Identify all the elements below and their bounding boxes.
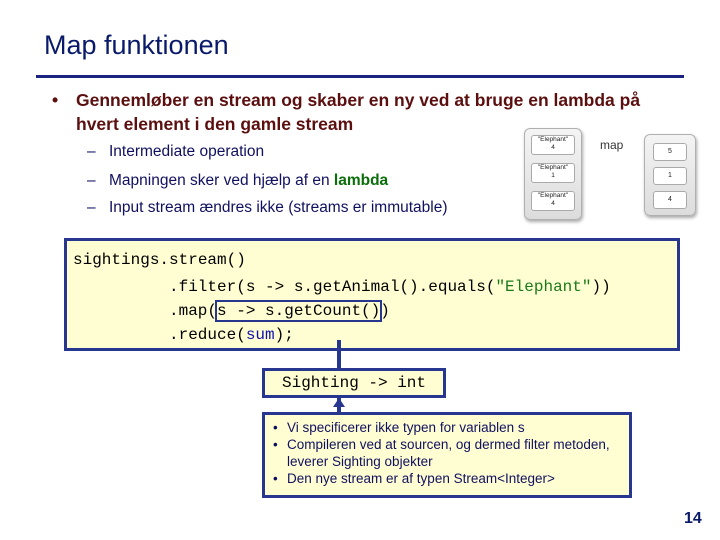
code-line: sightings.stream()	[73, 251, 246, 269]
map-diagram: "Elephant" 4 "Elephant" 1 "Elephant" 4 m…	[520, 126, 698, 222]
sub-bullet-intermediate: –Intermediate operation	[87, 143, 265, 160]
result-element: 5	[653, 143, 687, 161]
note-item: •Vi specificerer ikke typen for variable…	[273, 420, 525, 435]
result-element: 4	[653, 191, 687, 209]
code-line: .reduce(sum);	[169, 326, 294, 344]
title-divider	[36, 75, 684, 78]
sub-bullet-immutable: –Input stream ændres ikke (streams er im…	[87, 199, 448, 216]
source-element: "Elephant" 1	[531, 163, 575, 183]
page-number: 14	[684, 510, 702, 527]
code-block: sightings.stream() .filter(s -> s.getAni…	[64, 238, 680, 351]
type-callout: Sighting -> int	[262, 368, 446, 398]
map-label: map	[600, 138, 624, 152]
sum-keyword: sum	[245, 326, 275, 344]
notes-box: •Vi specificerer ikke typen for variable…	[262, 412, 632, 498]
source-element: "Elephant" 4	[531, 191, 575, 211]
result-stream-column: 5 1 4	[644, 134, 696, 216]
sub-bullet-lambda: –Mapningen sker ved hjælp af en lambda	[87, 172, 389, 189]
result-element: 1	[653, 167, 687, 185]
string-literal: "Elephant"	[495, 278, 592, 296]
note-item: •Den nye stream er af typen Stream<Integ…	[273, 471, 555, 486]
source-stream-column: "Elephant" 4 "Elephant" 1 "Elephant" 4	[524, 128, 582, 220]
code-line: .map(s -> s.getCount())	[169, 300, 390, 322]
bullet-dot: •	[52, 90, 59, 110]
slide-title: Map funktionen	[44, 30, 229, 60]
arrow-up-icon	[333, 398, 345, 407]
connector-line	[337, 340, 341, 370]
source-element: "Elephant" 4	[531, 135, 575, 155]
lambda-word: lambda	[333, 172, 389, 189]
note-item: •Compileren ved at sourcen, og dermed fi…	[273, 437, 610, 469]
code-line: .filter(s -> s.getAnimal().equals("Eleph…	[169, 278, 611, 296]
main-bullet: • Gennemløber en stream og skaber en ny …	[52, 88, 652, 136]
highlighted-lambda: s -> s.getCount()	[215, 300, 383, 322]
main-bullet-text: Gennemløber en stream og skaber en ny ve…	[76, 90, 641, 134]
